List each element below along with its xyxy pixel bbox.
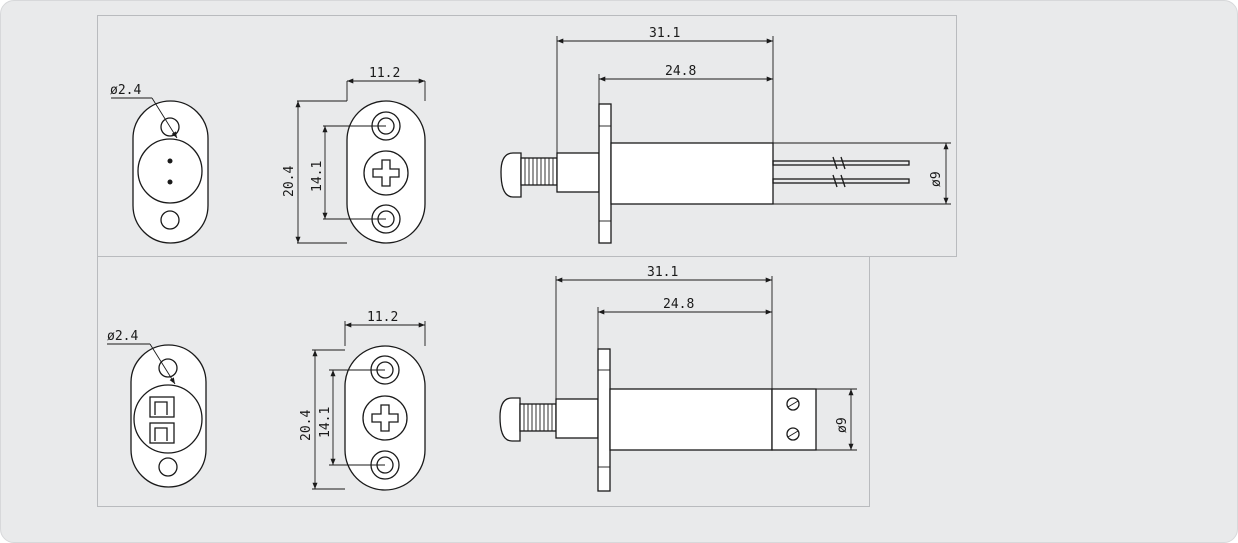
top-side-diameter-label: ø9: [929, 171, 944, 187]
bottom-mount-view: 11.2 20.4 14.1: [299, 310, 426, 491]
top-side-flange: [598, 103, 612, 244]
top-front-plunger-face: [137, 138, 203, 204]
top-mount-height-label: 20.4: [282, 166, 297, 197]
bottom-front-view: ø2.4: [107, 329, 207, 488]
top-side-wire-upper: [772, 160, 910, 166]
panel-bottom-terminal-version: [97, 256, 870, 507]
top-front-hole-diameter: ø2.4: [110, 83, 141, 98]
bottom-side-overall-length-label: 31.1: [647, 265, 678, 280]
top-front-upper-hole: [160, 117, 180, 137]
bottom-front-terminal-upper: [149, 396, 175, 418]
phillips-screw-icon: [371, 404, 399, 432]
top-side-plunger-head: [500, 152, 522, 198]
top-front-leader: [151, 97, 178, 139]
top-side-view: 31.1 24.8 ø9: [500, 26, 951, 244]
bottom-side-plunger-head: [499, 397, 521, 442]
top-front-pin-upper: [167, 158, 173, 164]
bottom-front-plunger-face: [133, 384, 203, 454]
bottom-front-hole-diameter: ø2.4: [107, 329, 138, 344]
top-front-outline: [132, 100, 209, 244]
top-mount-outline: [346, 100, 426, 244]
phillips-screw-icon: [372, 159, 400, 187]
bottom-mount-outline: [344, 345, 426, 491]
top-side-wire-lower: [772, 178, 910, 184]
top-mount-view: 11.2 20.4 14.1: [282, 66, 426, 244]
panel-top-wired-version: [97, 15, 957, 257]
screw-terminal-icon: [786, 427, 800, 441]
top-front-view: ø2.4: [110, 83, 209, 244]
top-side-thread: [520, 157, 558, 186]
top-mount-hole-spacing-label: 14.1: [310, 161, 325, 192]
bottom-mount-hole-spacing-label: 14.1: [318, 407, 333, 438]
terminal-icon: [154, 401, 168, 415]
top-side-body: [610, 142, 774, 205]
terminal-icon: [154, 427, 168, 441]
top-mount-width-label: 11.2: [369, 66, 400, 81]
screw-terminal-icon: [786, 397, 800, 411]
top-side-shaft: [556, 152, 600, 193]
top-side-wire-break: [832, 156, 846, 188]
bottom-front-terminal-lower: [149, 422, 175, 444]
bottom-mount-height-label: 20.4: [299, 410, 314, 441]
top-front-pin-lower: [167, 179, 173, 185]
bottom-side-body-length-label: 24.8: [663, 297, 694, 312]
bottom-front-outline: [130, 344, 207, 488]
bottom-side-shaft: [555, 398, 599, 439]
bottom-side-thread: [519, 403, 557, 432]
bottom-front-leader: [149, 343, 176, 385]
bottom-side-view: 31.1 24.8 ø9: [499, 265, 857, 492]
bottom-mount-width-label: 11.2: [367, 310, 398, 325]
top-side-body-length-label: 24.8: [665, 64, 696, 79]
bottom-front-upper-hole: [158, 358, 178, 378]
bottom-mount-screw-head: [362, 395, 408, 441]
top-front-lower-hole: [160, 210, 180, 230]
bottom-side-diameter-label: ø9: [835, 417, 850, 433]
top-mount-screw-head: [363, 150, 409, 196]
bottom-side-body: [609, 388, 773, 451]
top-side-overall-length-label: 31.1: [649, 26, 680, 41]
bottom-front-lower-hole: [158, 457, 178, 477]
